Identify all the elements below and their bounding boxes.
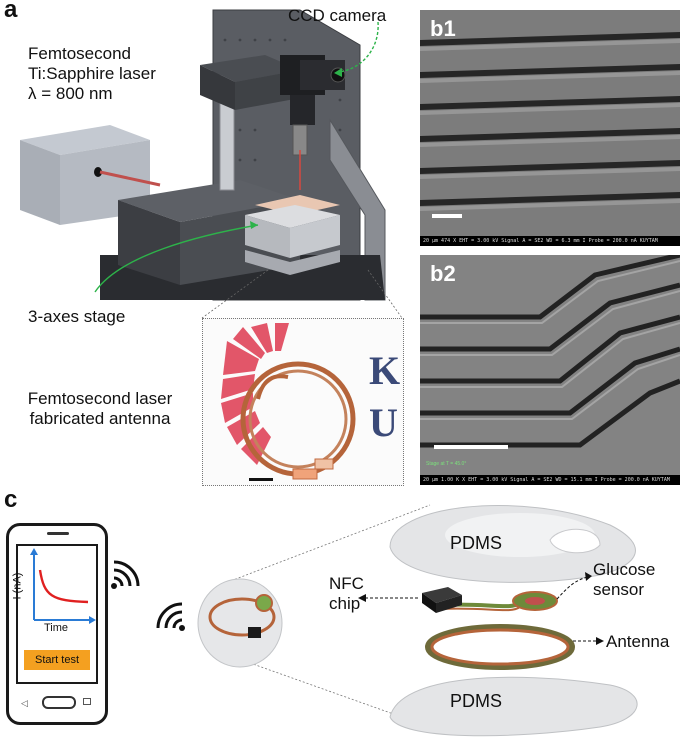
antenna-layer-label: Antenna	[606, 632, 670, 651]
laser-setup-illustration	[20, 9, 403, 319]
sem-image-b1: b1 20 µm 474 X EHT = 3.00 kV Signal A = …	[420, 10, 680, 246]
sem-image-b2: b2 Stage at T = 45.0° 20 µm 1.00 K X EHT…	[420, 255, 680, 485]
inset-letter-k: K	[369, 348, 401, 393]
panel-c-letter: c	[4, 486, 18, 513]
laser-label-line3: λ = 800 nm	[28, 84, 113, 103]
antenna-label-line2: fabricated antenna	[29, 409, 171, 428]
phone-chart	[30, 548, 96, 624]
contact-lens-diagram	[197, 504, 638, 737]
wireless-signal-icon-lens	[156, 602, 185, 631]
pdms-top-label: PDMS	[450, 533, 503, 553]
ccd-camera-label: CCD camera	[288, 6, 387, 25]
glucose-label-line1: Glucose	[593, 560, 656, 579]
stage-label: 3-axes stage	[28, 307, 126, 326]
smartphone: I (nA) Time Start test ◁	[6, 523, 108, 725]
phone-back-icon[interactable]: ◁	[21, 698, 28, 708]
antenna-inset: K U	[202, 318, 404, 486]
glucose-label-line2: sensor	[593, 580, 645, 599]
phone-home-button[interactable]	[42, 696, 76, 709]
b1-info-bar: 20 µm 474 X EHT = 3.00 kV Signal A = SE2…	[420, 236, 680, 246]
panel-a-letter: a	[4, 0, 18, 23]
b2-groove-pattern	[420, 255, 680, 475]
panel-b2-letter: b2	[430, 261, 456, 286]
phone-speaker	[47, 532, 69, 535]
inset-letter-u: U	[369, 400, 398, 445]
wireless-signal-icon-phone	[111, 560, 140, 589]
start-test-button[interactable]: Start test	[24, 650, 90, 670]
antenna-photo	[221, 323, 356, 481]
laser-label-line1: Femtosecond	[28, 44, 131, 63]
antenna-label-line1: Femtosecond laser	[27, 389, 173, 408]
nfc-label-line2: chip	[329, 594, 361, 613]
nfc-label-line1: NFC	[329, 574, 364, 593]
phone-y-axis-label: I (nA)	[11, 572, 24, 600]
phone-x-axis-label: Time	[44, 622, 69, 634]
phone-screen: I (nA) Time Start test	[11, 544, 98, 684]
b2-info-bar: 20 µm 1.00 K X EHT = 3.00 kV Signal A = …	[420, 475, 680, 485]
b1-groove-pattern	[420, 10, 680, 236]
panel-b1-letter: b1	[430, 16, 456, 41]
phone-menu-icon[interactable]	[83, 698, 91, 705]
laser-label-line2: Ti:Sapphire laser	[28, 64, 156, 83]
b2-stage-text: Stage at T = 45.0°	[426, 461, 467, 467]
pdms-bottom-label: PDMS	[450, 691, 503, 711]
